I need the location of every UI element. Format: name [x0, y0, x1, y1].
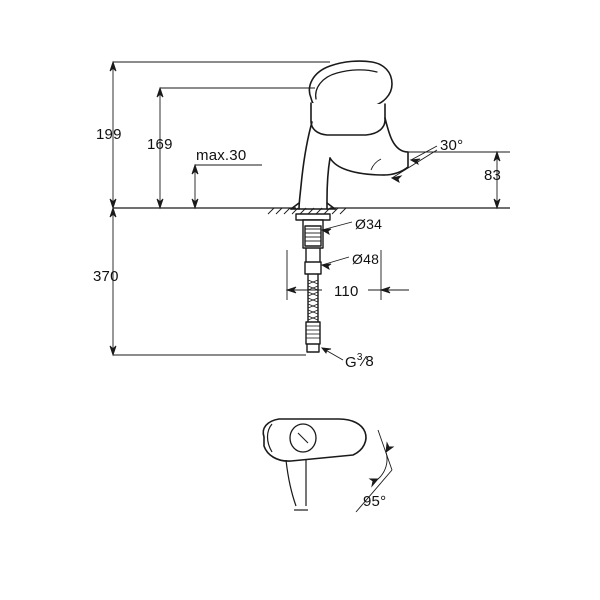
- dimension-label-diameter-34: Ø34: [355, 216, 383, 232]
- spout-top-edge: [384, 117, 409, 153]
- leader-30deg-arrow: [409, 158, 421, 165]
- leader-g38-arrow: [320, 347, 332, 354]
- g38-thread-fitting: [305, 321, 321, 345]
- angle-95-arrow-top: [385, 441, 395, 453]
- thread-marks: [305, 228, 321, 242]
- hose-connector: [304, 261, 322, 275]
- hose-end-cap: [306, 344, 320, 353]
- hose-braid-texture: [307, 279, 319, 321]
- spout-bottom-edge: [329, 157, 385, 176]
- leader-d48-arrow: [320, 263, 332, 270]
- leader-30deg-second-arrow: [390, 175, 403, 183]
- dimension-label-110: 110: [334, 283, 359, 300]
- dimension-label-thread-g38: G3⁄8: [345, 352, 374, 371]
- arrow-max30-top: [191, 163, 199, 175]
- base-hatching: [267, 207, 347, 215]
- arrow-169-bottom: [156, 198, 164, 210]
- shank-lower-taper: [305, 248, 321, 262]
- thread-fraction: 3⁄8: [356, 352, 374, 370]
- faucet-body-group: [290, 60, 409, 210]
- top-view-nose-curve: [266, 423, 273, 453]
- g38-thread-marks: [306, 325, 320, 339]
- arrow-199-bottom: [109, 198, 117, 210]
- angle-arc-30: [370, 158, 382, 171]
- arrow-370-bottom: [109, 345, 117, 357]
- arrow-110-left: [285, 286, 297, 294]
- angle-95-ray-upper: [377, 429, 393, 471]
- angle-95-ray-lower: [355, 469, 393, 513]
- arrow-370-top: [109, 206, 117, 218]
- dimension-label-83: 83: [484, 167, 502, 184]
- thread-denominator: 8: [365, 353, 374, 370]
- lever-inner-curve: [315, 69, 378, 100]
- faucet-column-right: [326, 157, 331, 210]
- arrow-199-top: [109, 60, 117, 72]
- dimension-label-angle-30: 30°: [440, 137, 464, 154]
- leader-30deg: [410, 145, 438, 161]
- deck-washer: [295, 213, 331, 221]
- dimension-label-370: 370: [93, 268, 119, 285]
- faucet-column-left: [298, 121, 313, 210]
- shank-assembly-group: [295, 213, 331, 353]
- arrow-110-right: [379, 286, 391, 294]
- top-view-group: [262, 418, 367, 511]
- cartridge-housing-outline: [310, 102, 386, 136]
- dimension-label-169: 169: [147, 136, 173, 153]
- thread-numerator: 3: [356, 352, 363, 363]
- leader-d34-arrow: [320, 228, 332, 235]
- dimension-label-199: 199: [96, 126, 122, 143]
- leader-30deg-second: [391, 149, 438, 179]
- leader-d34: [321, 221, 353, 231]
- arrow-max30-bottom: [191, 198, 199, 210]
- leader-d48: [321, 256, 350, 266]
- arrow-83-top: [493, 150, 501, 162]
- angle-95-arc: [377, 451, 388, 480]
- dimension-label-diameter-48: Ø48: [352, 251, 380, 267]
- angle-95-annotation: [355, 429, 395, 513]
- thread-letter: G: [345, 354, 357, 371]
- arrow-169-top: [156, 86, 164, 98]
- angle-95-arrow-bottom: [368, 478, 379, 488]
- dimension-label-max30: max.30: [196, 147, 247, 164]
- dimension-label-angle-95: 95°: [363, 493, 387, 510]
- arrow-83-bottom: [493, 198, 501, 210]
- top-view-cap-slot: [297, 432, 309, 444]
- dimension-lines-group: [109, 60, 510, 361]
- spout-tip: [383, 151, 409, 176]
- top-view-swivel-left: [285, 459, 297, 507]
